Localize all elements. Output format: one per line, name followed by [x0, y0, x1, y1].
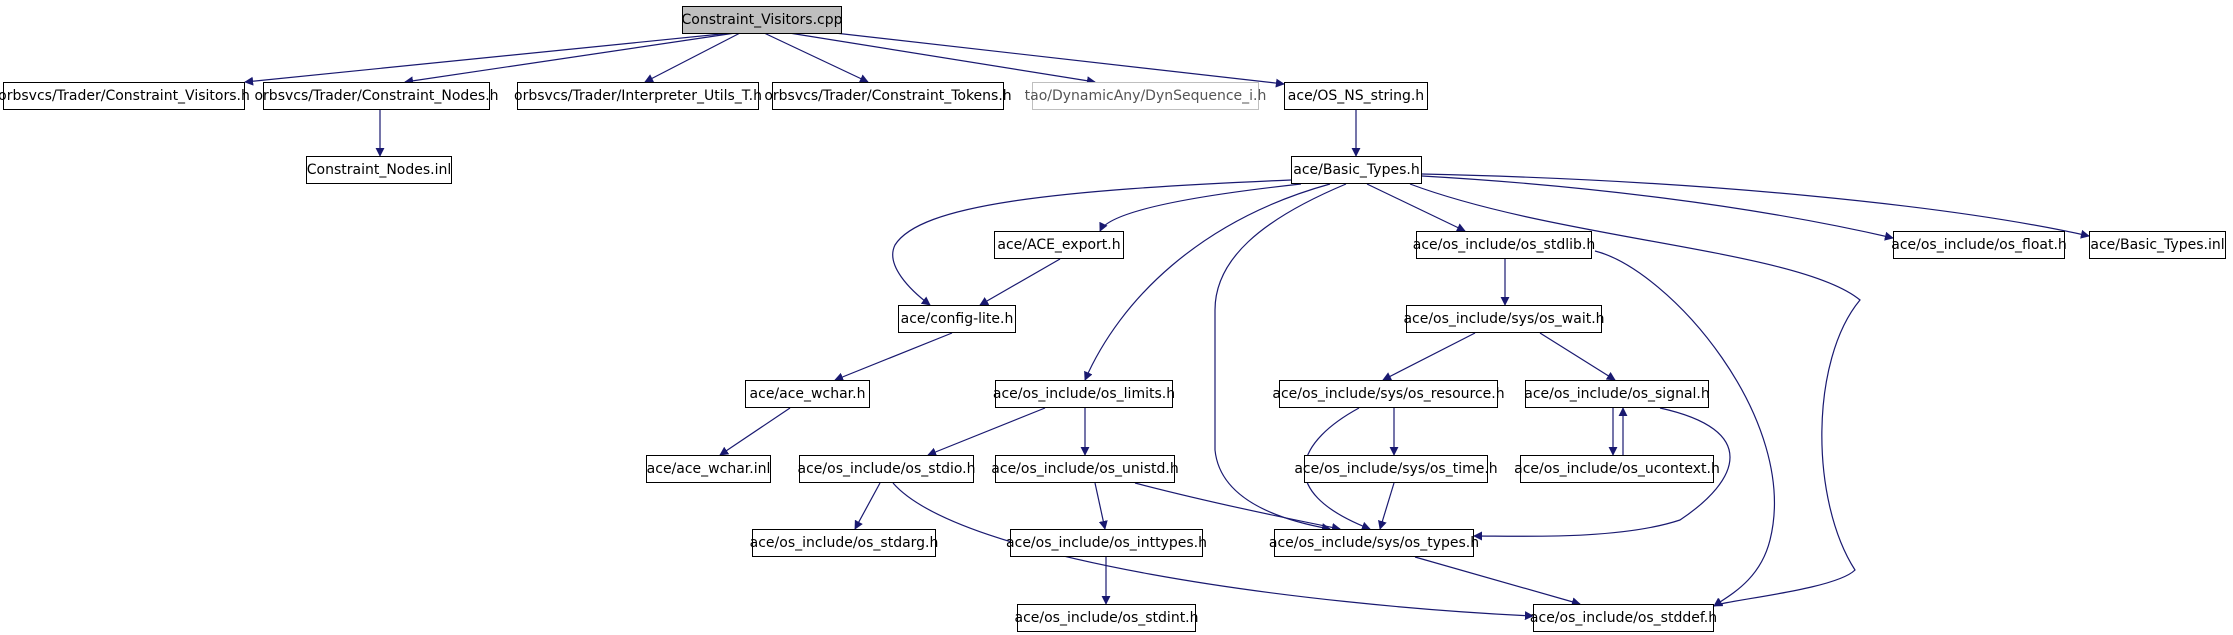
- node-os-time-h[interactable]: ace/os_include/sys/os_time.h: [1294, 455, 1498, 483]
- node-os-ns-string-h[interactable]: ace/OS_NS_string.h: [1284, 82, 1428, 110]
- node-os-stddef-h[interactable]: ace/os_include/os_stddef.h: [1530, 604, 1717, 632]
- dependency-edge: [834, 332, 953, 382]
- node-os-resource-h[interactable]: ace/os_include/sys/os_resource.h: [1272, 380, 1505, 408]
- node-ace-wchar-inl[interactable]: ace/ace_wchar.inl: [646, 455, 771, 483]
- dependency-edge: [1099, 183, 1302, 232]
- dependency-edge: [719, 407, 791, 456]
- node-constraint-nodes-h[interactable]: orbsvcs/Trader/Constraint_Nodes.h: [254, 82, 499, 110]
- dependency-edge: [1421, 173, 2090, 239]
- dependency-edge: [854, 482, 881, 530]
- dependency-edge: [1214, 183, 1347, 532]
- dependency-edge: [1382, 332, 1476, 381]
- dependency-edge: [979, 258, 1061, 306]
- dependency-edge: [892, 179, 1292, 306]
- dependency-edge: [1594, 250, 1776, 607]
- dependency-edge: [644, 31, 743, 83]
- node-os-stdint-h[interactable]: ace/os_include/os_stdint.h: [1015, 604, 1199, 632]
- dependency-edge: [1094, 482, 1108, 530]
- dependency-edge: [1134, 482, 1341, 532]
- node-constraint-tokens-h[interactable]: orbsvcs/Trader/Constraint_Tokens.h: [764, 82, 1012, 110]
- node-ace-wchar-h[interactable]: ace/ace_wchar.h: [745, 380, 870, 408]
- dependency-edge: [761, 31, 869, 83]
- node-basic-types-inl[interactable]: ace/Basic_Types.inl: [2089, 231, 2226, 259]
- node-os-stdio-h[interactable]: ace/os_include/os_stdio.h: [798, 455, 975, 483]
- node-constraint-visitors-cpp: Constraint_Visitors.cpp: [682, 6, 842, 34]
- node-os-stdlib-h[interactable]: ace/os_include/os_stdlib.h: [1413, 231, 1595, 259]
- node-interpreter-utils-t-h[interactable]: orbsvcs/Trader/Interpreter_Utils_T.h: [514, 82, 762, 110]
- node-os-wait-h[interactable]: ace/os_include/sys/os_wait.h: [1403, 305, 1605, 333]
- dependency-edge: [1539, 332, 1616, 381]
- dependency-edge: [1414, 556, 1581, 607]
- node-os-float-h[interactable]: ace/os_include/os_float.h: [1891, 231, 2067, 259]
- dependency-edge: [1378, 482, 1395, 530]
- node-constraint-visitors-h[interactable]: orbsvcs/Trader/Constraint_Visitors.h: [0, 82, 250, 110]
- node-os-types-h[interactable]: ace/os_include/sys/os_types.h: [1269, 529, 1479, 557]
- dependency-edge: [892, 482, 1534, 621]
- node-os-unistd-h[interactable]: ace/os_include/os_unistd.h: [991, 455, 1179, 483]
- node-config-lite-h[interactable]: ace/config-lite.h: [898, 305, 1016, 333]
- node-os-inttypes-h[interactable]: ace/os_include/os_inttypes.h: [1006, 529, 1207, 557]
- dependency-edge: [1366, 183, 1466, 232]
- dependency-edge: [825, 31, 1285, 88]
- dependency-edge: [244, 31, 742, 86]
- node-os-limits-h[interactable]: ace/os_include/os_limits.h: [993, 380, 1175, 408]
- node-os-signal-h[interactable]: ace/os_include/os_signal.h: [1524, 380, 1710, 408]
- dependency-edge: [1084, 183, 1331, 381]
- node-os-ucontext-h[interactable]: ace/os_include/os_ucontext.h: [1514, 455, 1720, 483]
- dependency-edge: [782, 31, 1096, 86]
- dependency-edge: [1409, 183, 1861, 607]
- node-os-stdarg-h[interactable]: ace/os_include/os_stdarg.h: [750, 529, 938, 557]
- node-dynsequence-i-h: tao/DynamicAny/DynSequence_i.h: [1025, 82, 1266, 110]
- dependency-edge: [1421, 175, 1894, 241]
- node-ace-export-h[interactable]: ace/ACE_export.h: [994, 231, 1124, 259]
- dependency-edge: [404, 31, 743, 86]
- dependency-edge: [927, 407, 1046, 457]
- node-basic-types-h[interactable]: ace/Basic_Types.h: [1291, 156, 1422, 184]
- dependency-edge: [1473, 407, 1731, 541]
- node-constraint-nodes-inl[interactable]: Constraint_Nodes.inl: [306, 156, 452, 184]
